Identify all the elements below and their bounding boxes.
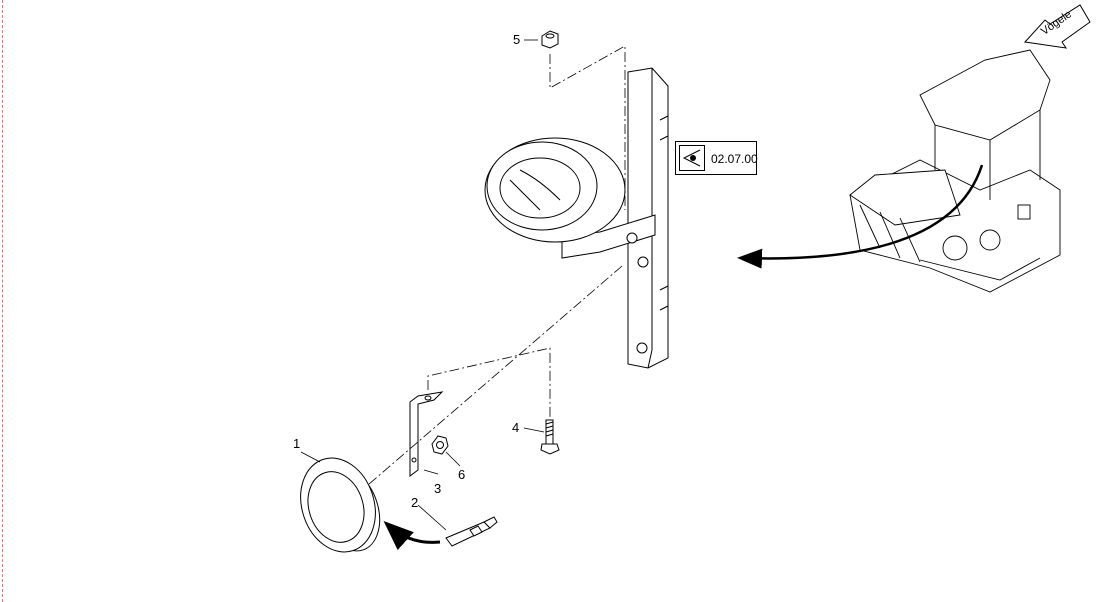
callout-6: 6 [458, 467, 466, 482]
top-nut [541, 30, 559, 49]
reference-box: 02.07.00 [675, 141, 758, 175]
bolt [540, 419, 560, 455]
connector-arrow [383, 520, 441, 551]
callout-2: 2 [411, 495, 419, 510]
reference-number: 02.07.00 [711, 152, 758, 166]
work-lamp [484, 137, 656, 268]
assembly-lines [367, 45, 626, 486]
angle-bracket [409, 391, 444, 477]
callout-5: 5 [513, 32, 521, 47]
callout-4: 4 [512, 420, 520, 435]
callout-leaders [300, 39, 545, 531]
lamp-lens [300, 457, 381, 553]
view-eye-icon [679, 145, 705, 171]
nut [431, 435, 449, 455]
paver-machine [849, 49, 1061, 293]
callout-1: 1 [293, 436, 301, 451]
brand-arrow-icon [1023, 4, 1091, 49]
connector [445, 516, 498, 547]
margin-rule [2, 0, 3, 602]
location-arrow [737, 164, 984, 269]
callout-3: 3 [434, 481, 442, 496]
